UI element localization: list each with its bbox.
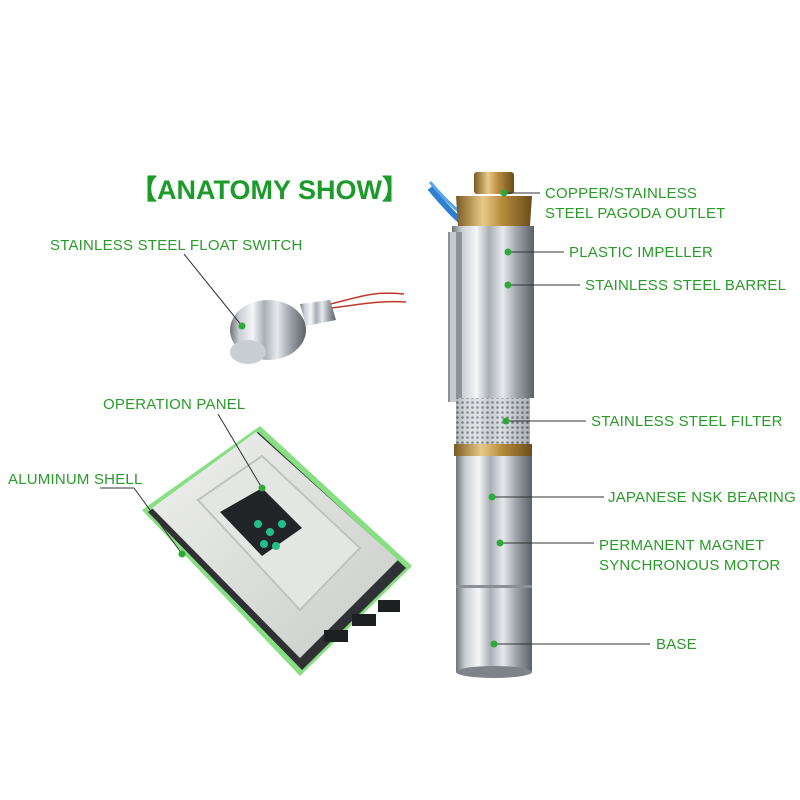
label-motor-line1: PERMANENT MAGNET [599, 537, 765, 554]
diagram-title: 【ANATOMY SHOW】 [130, 175, 410, 205]
brass-ring [454, 444, 532, 456]
float-switch-illustration [230, 292, 407, 364]
stainless-barrel [452, 226, 534, 398]
label-operation-panel: OPERATION PANEL [103, 396, 246, 413]
label-aluminum-shell: ALUMINUM SHELL [8, 471, 143, 488]
marker-dot [490, 640, 498, 648]
marker-dot [500, 189, 508, 197]
pump-illustration [427, 172, 534, 678]
label-motor-line2: SYNCHRONOUS MOTOR [599, 557, 781, 574]
marker-dot [258, 484, 266, 492]
label-barrel: STAINLESS STEEL BARREL [585, 277, 787, 294]
marker-dot [502, 417, 510, 425]
label-filter: STAINLESS STEEL FILTER [591, 413, 783, 430]
label-impeller: PLASTIC IMPELLER [569, 244, 714, 261]
controller-illustration [142, 426, 412, 676]
brass-outlet [474, 172, 514, 194]
marker-dot [504, 281, 512, 289]
marker-dot [488, 493, 496, 501]
marker-dot [238, 322, 246, 330]
label-float-switch: STAINLESS STEEL FLOAT SWITCH [50, 237, 303, 254]
label-base: BASE [656, 636, 697, 653]
pump-base [456, 588, 532, 672]
marker-dots [178, 189, 512, 648]
marker-dot [504, 248, 512, 256]
label-bearing: JAPANESE NSK BEARING [608, 489, 796, 506]
label-outlet-line1: COPPER/STAINLESS [545, 185, 698, 202]
marker-dot [178, 550, 186, 558]
marker-dot [496, 539, 504, 547]
label-outlet-line2: STEEL PAGODA OUTLET [545, 205, 726, 222]
leader-lines [100, 192, 650, 645]
motor-body [456, 456, 532, 586]
